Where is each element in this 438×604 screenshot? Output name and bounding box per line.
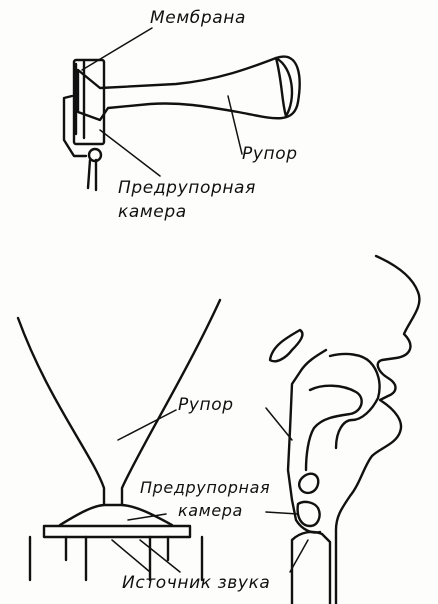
epiglottis (299, 474, 318, 493)
top-prechamber-label-line2: камера (118, 204, 187, 221)
profile-horn-leader (266, 408, 292, 440)
bottom-horn-cross-section (18, 300, 220, 580)
top-horn-body (78, 57, 300, 120)
bottom-source-leader-right (140, 540, 180, 572)
top-horn-mouth (276, 58, 292, 116)
top-prechamber-label-line1: Предрупорная (118, 180, 256, 197)
bottom-prechamber-label-line2: камера (178, 503, 243, 519)
oral-cavity-outline (330, 354, 380, 448)
top-horn-loudspeaker (64, 28, 300, 190)
bottom-horn-left-wall (18, 318, 104, 505)
top-membrane-label: Мембрана (150, 10, 246, 27)
top-prechamber-leader (100, 130, 160, 176)
top-membrane-plate (76, 62, 84, 138)
vocal-source-tube (292, 532, 330, 604)
bottom-source-plate (44, 526, 190, 537)
nasal-cavity (270, 330, 302, 361)
bottom-horn-label: Рупор (178, 397, 234, 414)
top-horn-label: Рупор (242, 146, 298, 163)
larynx (298, 502, 320, 526)
tongue (306, 386, 362, 470)
palate-and-throat (288, 350, 326, 533)
bottom-prechamber-label-line1: Предрупорная (140, 480, 270, 496)
human-vocal-tract-profile (266, 256, 419, 604)
bottom-horn-leader (118, 410, 176, 440)
bottom-sound-source-label: Источник звука (122, 575, 270, 592)
bottom-source-leader-left (112, 540, 150, 572)
top-horn-leader (228, 96, 242, 154)
top-membrane-leader (82, 28, 152, 70)
head-face-outline (336, 256, 419, 604)
profile-prechamber-leader (266, 512, 298, 514)
top-stem (88, 160, 96, 190)
